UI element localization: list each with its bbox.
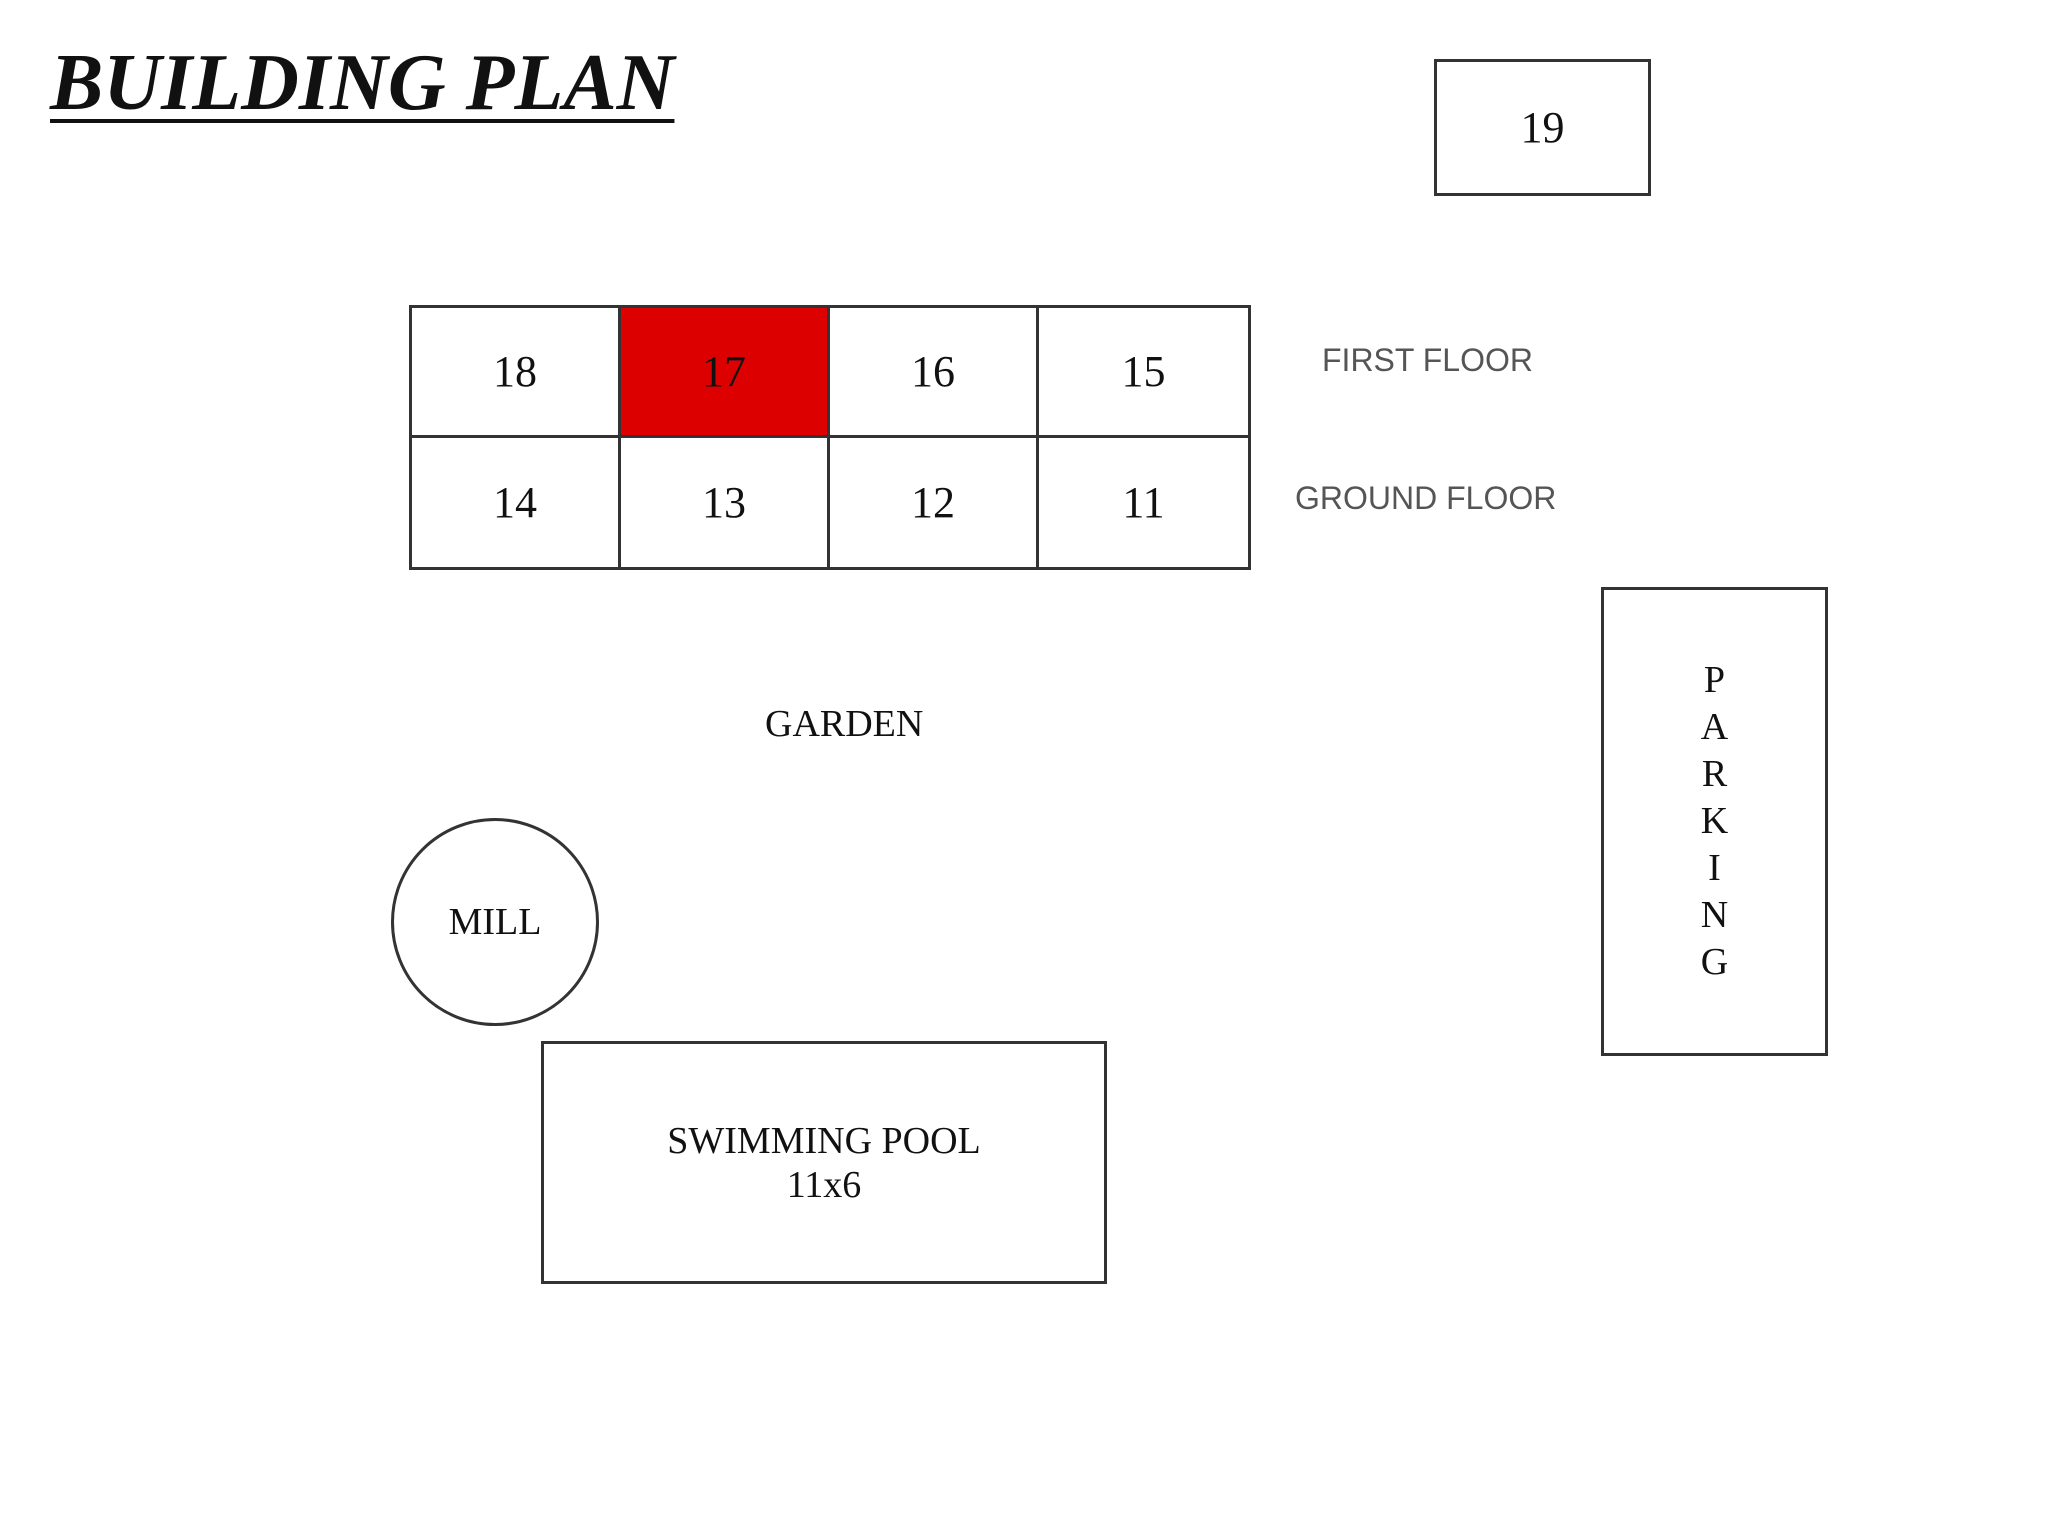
swimming-pool[interactable]: SWIMMING POOL 11x6 — [541, 1041, 1107, 1284]
mill-label: MILL — [448, 901, 542, 943]
unit-14[interactable]: 14 — [412, 437, 621, 567]
plan-title: BUILDING PLAN — [50, 39, 675, 127]
parking-letter: K — [1700, 800, 1729, 842]
parking-letter: R — [1701, 753, 1728, 795]
parking-letter: A — [1700, 706, 1729, 748]
unit-11[interactable]: 11 — [1122, 477, 1165, 527]
mill-circle[interactable]: MILL — [391, 818, 599, 1026]
unit-16[interactable]: 16 — [830, 308, 1039, 438]
first-floor-label: FIRST FLOOR — [1322, 342, 1533, 378]
parking-area[interactable]: P A R K I N G — [1601, 587, 1828, 1056]
parking-letter: I — [1708, 847, 1721, 889]
ground-floor-label: GROUND FLOOR — [1295, 480, 1557, 516]
unit-12[interactable]: 12 — [830, 437, 1039, 567]
unit-19-label: 19 — [1520, 103, 1565, 152]
unit-19[interactable]: 19 — [1434, 59, 1651, 196]
unit-17-highlighted[interactable]: 17 — [621, 308, 830, 438]
building-grid: 18 17 16 15 14 13 12 11 — [409, 305, 1251, 570]
parking-letter: P — [1703, 659, 1726, 701]
unit-13[interactable]: 13 — [621, 437, 830, 567]
garden-label: GARDEN — [765, 703, 924, 745]
unit-18[interactable]: 18 — [412, 308, 621, 438]
pool-size: 11x6 — [786, 1163, 862, 1206]
unit-15[interactable]: 15 — [1039, 308, 1248, 438]
parking-letter: G — [1700, 941, 1729, 983]
pool-label: SWIMMING POOL — [667, 1119, 981, 1162]
parking-letter: N — [1700, 894, 1729, 936]
